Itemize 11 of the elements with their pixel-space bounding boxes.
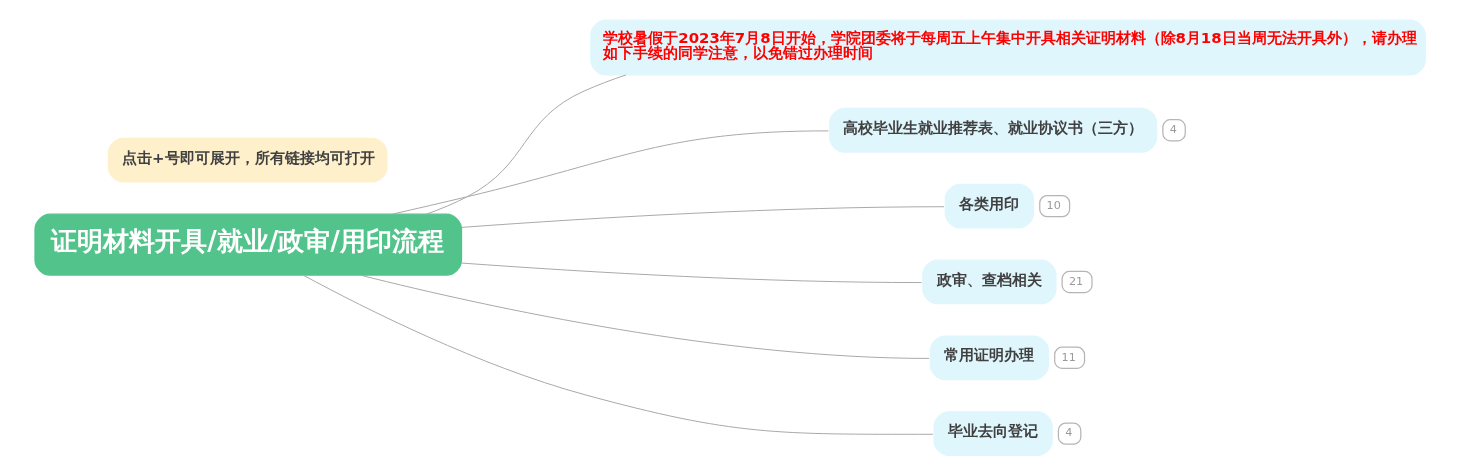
connector [461, 205, 945, 228]
node-label: 4 [1065, 425, 1073, 439]
node-label: 11 [1061, 350, 1076, 364]
node-label: 10 [1046, 198, 1061, 212]
connector [425, 74, 627, 215]
connector [461, 262, 923, 283]
connector [359, 274, 930, 359]
connector [302, 274, 934, 435]
node-label: 4 [1169, 122, 1177, 136]
node-label: 21 [1068, 274, 1084, 288]
connector [392, 129, 829, 215]
